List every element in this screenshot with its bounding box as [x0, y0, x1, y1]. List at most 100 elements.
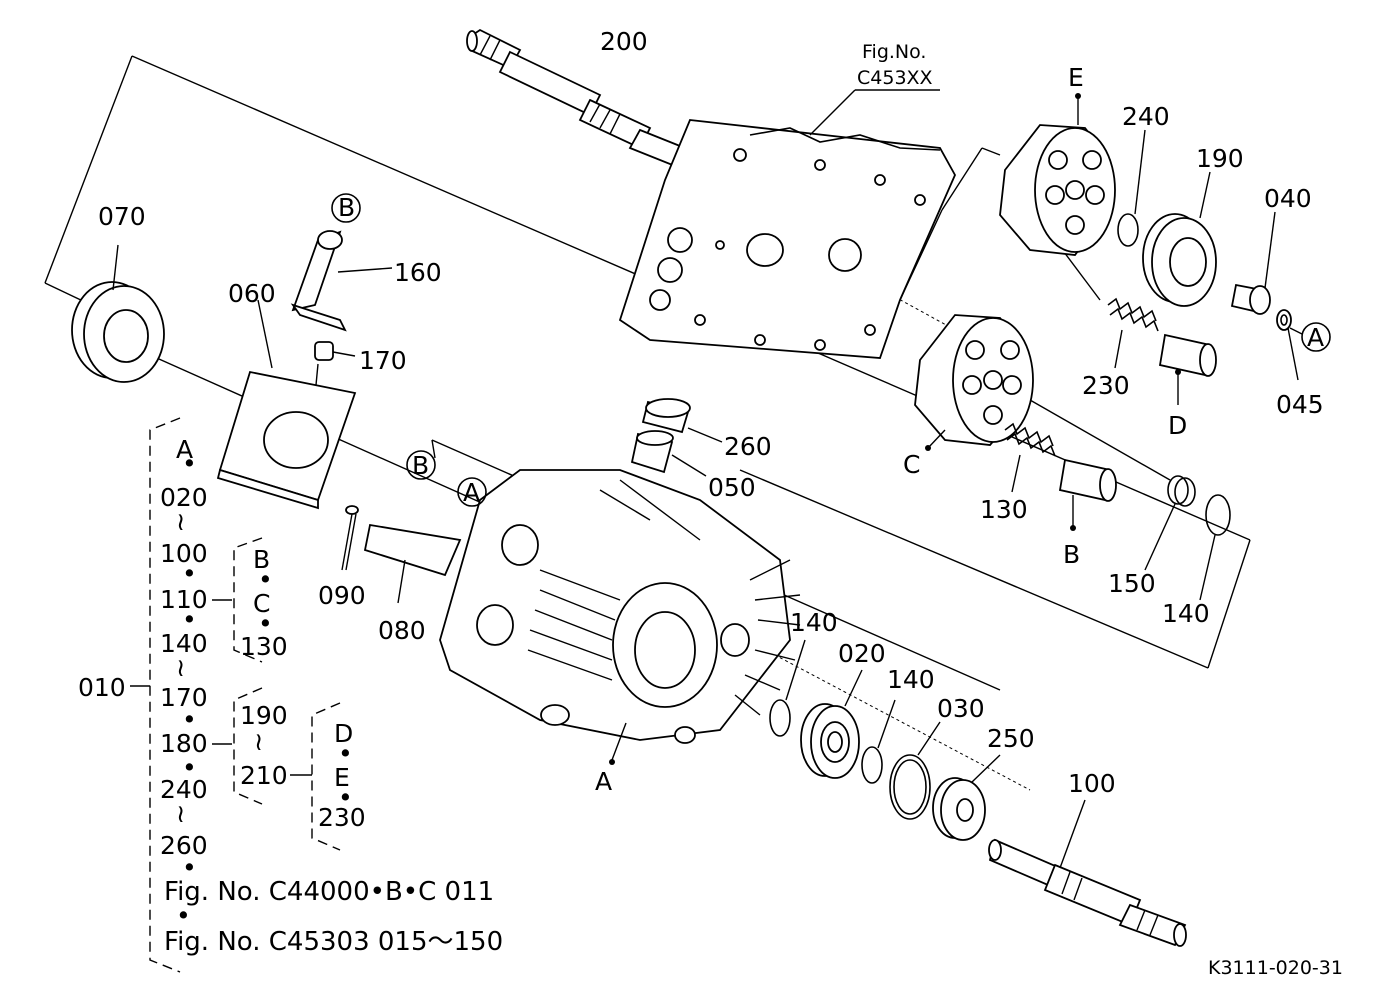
- tree-col1-2: 100: [160, 539, 208, 568]
- shaft-100: [988, 799, 1187, 947]
- letter-markers: B B A A A E D C B: [338, 63, 1331, 796]
- tree-dot-3: •: [182, 605, 197, 634]
- washer-045: [1276, 309, 1299, 381]
- tree-col2b-0: 190: [240, 701, 288, 730]
- washer-070: [71, 244, 165, 383]
- tree-dot-8: •: [258, 565, 273, 594]
- piston-d: [1158, 333, 1217, 405]
- label-080: 080: [378, 616, 426, 645]
- tree-col3-0: D: [334, 719, 353, 748]
- tree-fig2: Fig. No. C45303 015～150: [164, 927, 503, 957]
- catalog-code: K3111-020-31: [1208, 957, 1343, 979]
- label-130: 130: [980, 495, 1028, 524]
- label-020: 020: [838, 639, 886, 668]
- tree-col2b-1: 210: [240, 761, 288, 790]
- marker-b-right: B: [1063, 540, 1080, 569]
- tree-fig1: Fig. No. C44000•B•C 011: [164, 877, 494, 907]
- label-160: 160: [394, 258, 442, 287]
- label-030: 030: [937, 694, 985, 723]
- marker-a-right: A: [1307, 323, 1324, 352]
- snap-ring-140-right: [1199, 494, 1231, 601]
- cylinder-block-c: [914, 314, 1034, 451]
- marker-c: C: [903, 450, 920, 479]
- fig-ref-line1: Fig.No.: [862, 41, 926, 63]
- label-045: 045: [1276, 390, 1324, 419]
- marker-b-housing: B: [412, 451, 429, 480]
- label-240: 240: [1122, 102, 1170, 131]
- snap-ring-140-b: [861, 699, 896, 784]
- seal-250: [932, 754, 1001, 841]
- bushing-040: [1230, 211, 1276, 315]
- tree-col1-0: A: [176, 435, 193, 464]
- tree-col1-3: 110: [160, 585, 208, 614]
- tree-col2a-2: 130: [240, 632, 288, 661]
- spring-150: [1144, 475, 1196, 571]
- marker-d: D: [1168, 411, 1187, 440]
- tree-dot-2: •: [182, 559, 197, 588]
- pin-170: [314, 341, 356, 386]
- label-060: 060: [228, 279, 276, 308]
- lever-160: [290, 193, 393, 332]
- tree-tilde-1: ≀: [176, 507, 185, 536]
- fig-reference-c453xx: Fig.No. C453XX: [809, 41, 940, 136]
- marker-e: E: [1068, 63, 1084, 92]
- tree-col2a-0: B: [253, 545, 270, 574]
- label-140-mid: 140: [887, 665, 935, 694]
- label-070: 070: [98, 202, 146, 231]
- tree-col2a-1: C: [253, 589, 270, 618]
- tree-dot-11: •: [338, 783, 353, 812]
- tree-col1-6: 180: [160, 729, 208, 758]
- label-200: 200: [600, 27, 648, 56]
- tree-dot-1: •: [182, 449, 197, 478]
- tree-col3-2: 230: [318, 803, 366, 832]
- tree-col1-1: 020: [160, 483, 208, 512]
- bolt-090: [341, 505, 359, 571]
- tree-dot-5: •: [182, 753, 197, 782]
- pump-cover: [618, 119, 957, 359]
- tree-dot-10: •: [338, 739, 353, 768]
- label-260: 260: [724, 432, 772, 461]
- label-140-left: 140: [790, 608, 838, 637]
- fig-ref-line2: C453XX: [857, 67, 933, 89]
- spring-plate-080: [363, 523, 462, 604]
- tree-dot-4: •: [182, 705, 197, 734]
- label-100: 100: [1068, 769, 1116, 798]
- marker-a-housing: A: [463, 478, 480, 507]
- spring-130: [1004, 422, 1056, 493]
- collar-050: [630, 430, 707, 477]
- marker-a-bottom: A: [595, 767, 612, 796]
- tree-dot-9: •: [258, 609, 273, 638]
- tree-col1-8: 260: [160, 831, 208, 860]
- tree-col3-1: E: [334, 763, 350, 792]
- swash-block-060: [216, 299, 357, 510]
- snap-ring-140-a: [769, 639, 806, 737]
- tree-col1-5: 170: [160, 683, 208, 712]
- label-040: 040: [1264, 184, 1312, 213]
- snap-ring-030: [889, 721, 941, 820]
- spring-230: [1107, 297, 1159, 369]
- part-number-labels: 200 070 060 160 170 260 050 090 080 240 …: [98, 27, 1324, 798]
- transmission-housing: [439, 469, 801, 761]
- label-250: 250: [987, 724, 1035, 753]
- tree-tilde-2: ≀: [176, 653, 185, 682]
- tree-dot-6: •: [182, 853, 197, 882]
- ring-190: [1142, 171, 1217, 307]
- tree-col1-7: 240: [160, 775, 208, 804]
- seal-260: [641, 398, 723, 443]
- tree-root: 010: [78, 673, 126, 702]
- assembly-tree: 010 A • 020 ≀ 100 • 110 • 140 ≀ 170 • 18…: [78, 417, 503, 973]
- label-140-right: 140: [1162, 599, 1210, 628]
- tree-dot-7: •: [176, 901, 191, 930]
- bearing-020: [800, 669, 863, 779]
- tree-tilde-4: ≀: [254, 727, 263, 756]
- cylinder-block-e: [999, 93, 1116, 256]
- shaft-200: [466, 28, 693, 170]
- piston-b: [1058, 458, 1117, 531]
- label-150: 150: [1108, 569, 1156, 598]
- tree-col1-4: 140: [160, 629, 208, 658]
- label-190: 190: [1196, 144, 1244, 173]
- marker-b-top: B: [338, 193, 355, 222]
- label-050: 050: [708, 473, 756, 502]
